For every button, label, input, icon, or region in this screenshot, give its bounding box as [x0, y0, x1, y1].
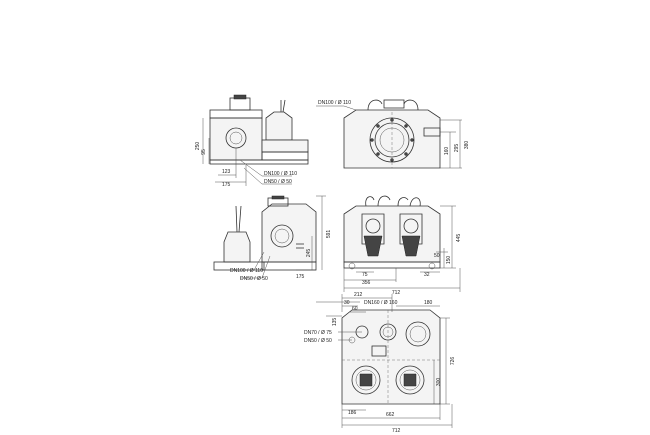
- callout-dn50-side: DN50 / Ø 50: [240, 276, 268, 282]
- dim-180: 180: [424, 300, 433, 306]
- dim-135: 135: [332, 318, 338, 327]
- callout-dn100-top: DN100 / Ø 110: [318, 100, 351, 106]
- dim-32: 32: [424, 272, 430, 278]
- dim-250: 250: [195, 142, 201, 151]
- view-top-right: DN100 / Ø 110 160 295 380: [316, 99, 470, 169]
- dim-245: 245: [306, 249, 312, 258]
- dim-726: 726: [450, 357, 456, 366]
- callout-dn50: DN50 / Ø 50: [264, 179, 292, 185]
- dim-160: 160: [444, 147, 450, 156]
- dim-50: 50: [434, 253, 440, 259]
- dim-300: 300: [436, 378, 442, 387]
- callout-dn100-side: DN100 / Ø 110: [230, 268, 263, 274]
- dim-445: 445: [456, 234, 462, 243]
- dim-175-side: 175: [296, 274, 305, 280]
- callout-dn100: DN100 / Ø 110: [264, 171, 297, 177]
- dim-712-bottom: 712: [392, 428, 401, 434]
- view-side-right: 445 150 50 75 356 32 712: [343, 195, 462, 296]
- dim-380: 380: [464, 141, 470, 150]
- dim-95: 95: [201, 149, 207, 155]
- dim-591: 591: [326, 230, 332, 239]
- dim-60: 60: [352, 306, 358, 312]
- dim-712-mid: 712: [392, 290, 401, 296]
- view-plan: 212 30 60 DN160 / Ø 160 180 DN70 / Ø 75 …: [304, 292, 456, 434]
- callout-dn70: DN70 / Ø 75: [304, 330, 332, 336]
- view-front-left: 250 95 123 175 DN100 / Ø 110 DN50 / Ø 50: [195, 94, 309, 188]
- callout-dn160: DN160 / Ø 160: [364, 300, 398, 306]
- dim-75: 75: [362, 272, 368, 278]
- dim-356: 356: [362, 280, 371, 286]
- view-side-left: 591 245 DN100 / Ø 110 DN50 / Ø 50 175: [213, 195, 332, 282]
- dim-175: 175: [222, 182, 231, 188]
- dim-186: 186: [348, 410, 357, 416]
- callout-dn50-plan: DN50 / Ø 50: [304, 338, 332, 344]
- dim-30: 30: [344, 300, 350, 306]
- dim-662: 662: [386, 412, 395, 418]
- dim-295: 295: [454, 144, 460, 153]
- dim-212: 212: [354, 292, 363, 298]
- dim-123: 123: [222, 169, 231, 175]
- dim-150: 150: [446, 256, 452, 265]
